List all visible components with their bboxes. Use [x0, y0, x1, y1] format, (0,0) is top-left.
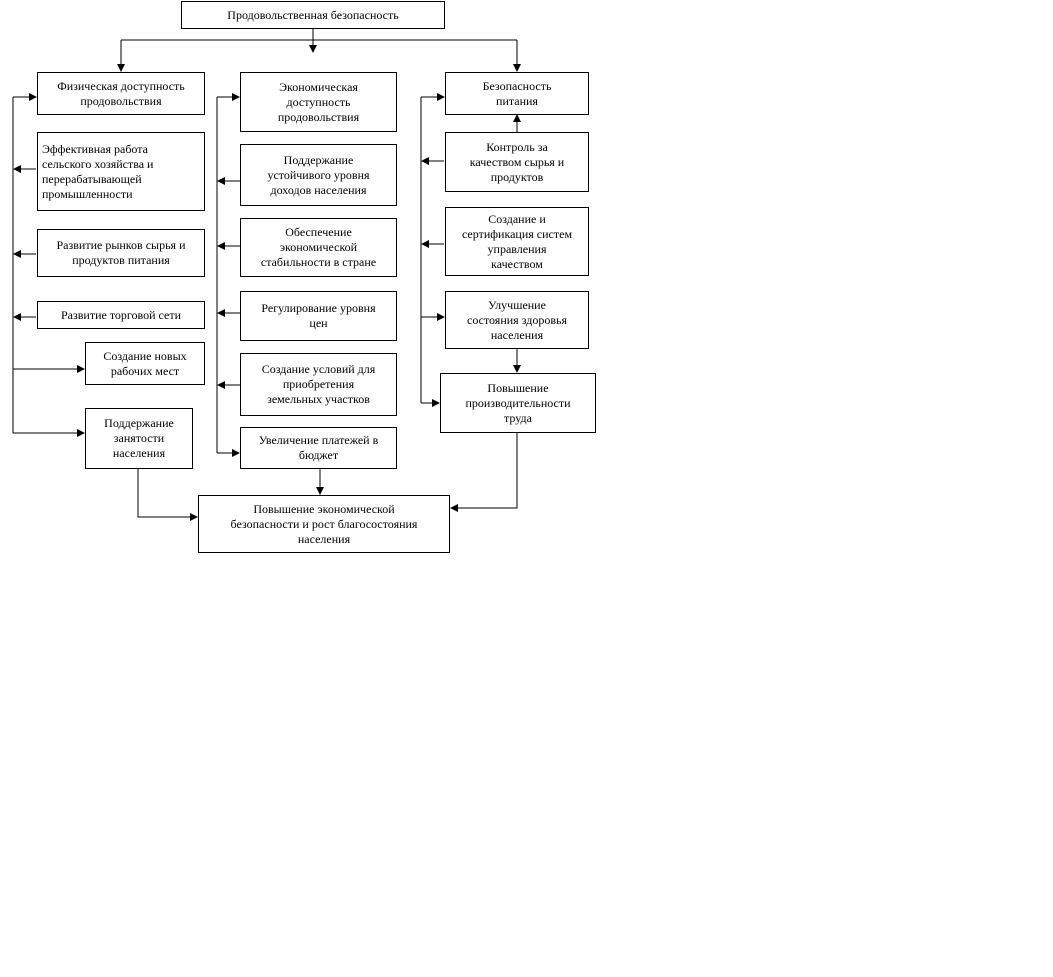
col1-head-label: Физическая доступность продовольствия: [57, 78, 185, 108]
col3-head-label: Безопасность питания: [482, 78, 552, 108]
col3-item-box-quality-control: Контроль за качеством сырья и продуктов: [445, 132, 589, 192]
col2-item-box-income: Поддержание устойчивого уровня доходов н…: [240, 144, 397, 206]
col2-item-box-budget: Увеличение платежей в бюджет: [240, 427, 397, 469]
outcome-box: Повышение экономической безопасности и р…: [198, 495, 450, 553]
col3-item-label: Повышение производительности труда: [465, 380, 571, 425]
col1-item-box-agriculture: Эффективная работа сельского хозяйства и…: [37, 132, 205, 211]
col1-item-label: Развитие рынков сырья и продуктов питани…: [56, 238, 186, 267]
col2-item-label: Создание условий для приобретения земель…: [261, 362, 376, 406]
root-label: Продовольственная безопасность: [227, 7, 399, 22]
col1-head-box: Физическая доступность продовольствия: [37, 72, 205, 115]
root-box-food-security: Продовольственная безопасность: [181, 1, 445, 29]
col3-item-box-health: Улучшение состояния здоровья населения: [445, 291, 589, 349]
col2-head-label: Экономическая доступность продовольствия: [277, 79, 360, 124]
outcome-label: Повышение экономической безопасности и р…: [230, 501, 418, 546]
col1-item-label: Поддержание занятости населения: [104, 416, 174, 460]
col2-item-label: Увеличение платежей в бюджет: [258, 433, 379, 462]
col2-item-box-price-regulation: Регулирование уровня цен: [240, 291, 397, 341]
col1-item-box-employment: Поддержание занятости населения: [85, 408, 193, 469]
col3-item-label: Контроль за качеством сырья и продуктов: [469, 139, 565, 184]
col2-item-label: Поддержание устойчивого уровня доходов н…: [267, 152, 370, 197]
col2-item-label: Регулирование уровня цен: [261, 301, 376, 330]
col1-item-label: Развитие торговой сети: [61, 307, 181, 322]
col2-item-box-land: Создание условий для приобретения земель…: [240, 353, 397, 416]
col3-head-box: Безопасность питания: [445, 72, 589, 115]
col3-item-box-certification: Создание и сертификация систем управлени…: [445, 207, 589, 276]
col2-head-box: Экономическая доступность продовольствия: [240, 72, 397, 132]
col1-item-box-trade-network: Развитие торговой сети: [37, 301, 205, 329]
col1-item-label: Создание новых рабочих мест: [103, 348, 187, 378]
col3-item-box-productivity: Повышение производительности труда: [440, 373, 596, 433]
col3-item-label: Улучшение состояния здоровья населения: [467, 297, 567, 342]
col1-item-box-new-jobs: Создание новых рабочих мест: [85, 342, 205, 385]
col2-item-label: Обеспечение экономической стабильности в…: [260, 225, 377, 269]
col1-item-box-markets: Развитие рынков сырья и продуктов питани…: [37, 229, 205, 277]
col1-item-label: Эффективная работа сельского хозяйства и…: [42, 141, 154, 201]
col3-item-label: Создание и сертификация систем управлени…: [461, 211, 573, 271]
col2-item-box-stability: Обеспечение экономической стабильности в…: [240, 218, 397, 277]
